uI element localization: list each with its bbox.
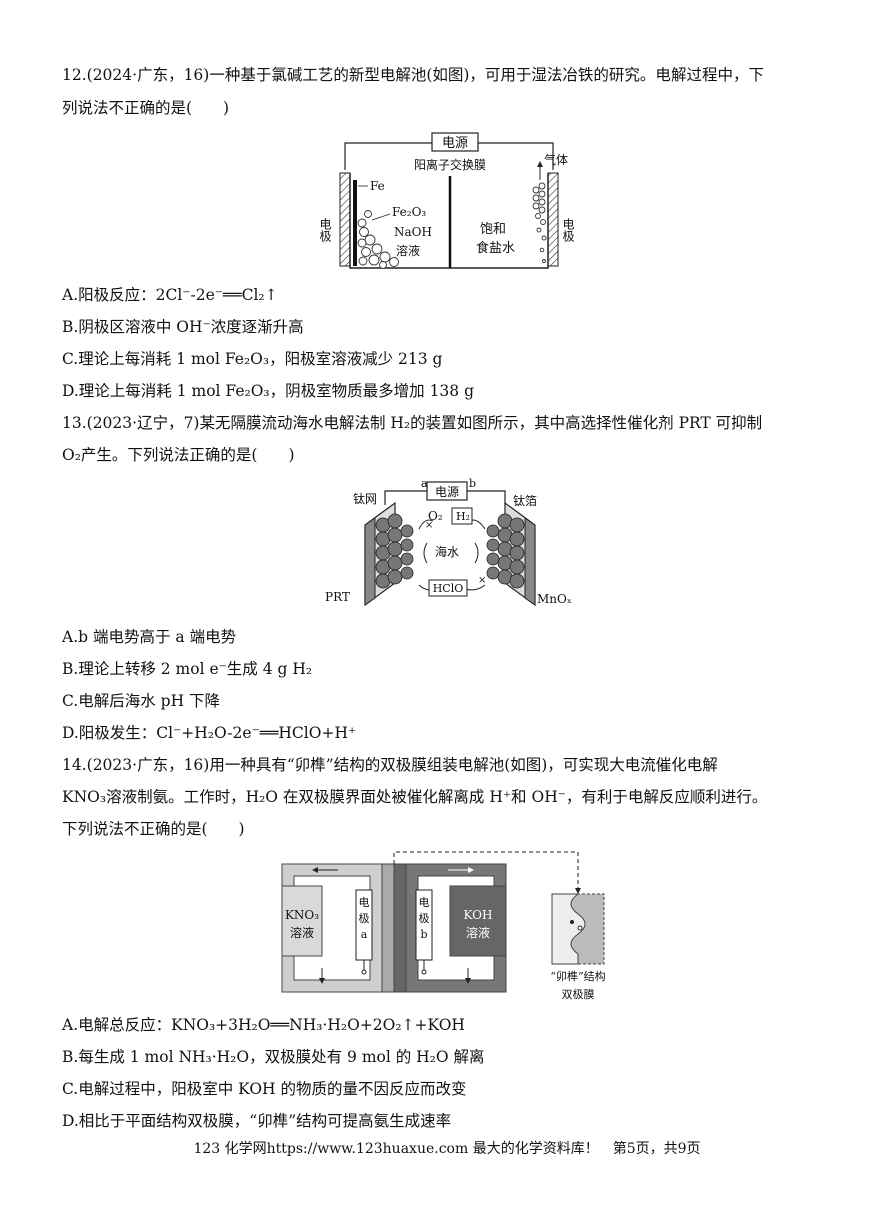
q12-fe2o3-particles [357,210,399,269]
q14-electrode-b-char1: 电 [419,896,430,909]
q12-brine-label-1: 饱和 [480,222,506,237]
q13-x-mark-left: × [425,520,433,531]
q13-x-mark-right: × [478,575,486,586]
q14-bipolar-membrane-figure: KNO₃ 溶液 电 极 a 电 极 b KOH 溶液 “卯榫”结构 双极膜 [281,851,606,1001]
page-footer: 123 化学网https://www.123huaxue.com 最大的化学资料… [193,1141,701,1157]
q13-prt-label: PRT [325,590,350,604]
q12-option-b: B.阴极区溶液中 OH⁻浓度逐渐升高 [62,318,304,336]
q13-stem-line1: 13.(2023·辽宁，7)某无隔膜流动海水电解法制 H₂的装置如图所示，其中高… [62,414,763,432]
q14-koh-label: KOH [464,908,493,922]
q12-naoh-label: NaOH [394,225,432,239]
q14-electrode-b-char3: b [420,928,427,941]
q14-stem-line1: 14.(2023·广东，16)用一种具有“卯榫”结构的双极膜组装电解池(如图)，… [62,756,718,774]
q14-kno3-solution-label: 溶液 [290,925,314,940]
q13-o2-label: O₂ [428,509,443,523]
q12-solution-label: 溶液 [396,243,420,258]
q12-power-label: 电源 [442,136,468,151]
q13-option-c: C.电解后海水 pH 下降 [62,692,221,710]
q14-option-c: C.电解过程中，阳极室中 KOH 的物质的量不因反应而改变 [62,1080,467,1098]
q14-koh-solution-label: 溶液 [466,925,490,940]
q14-electrode-a-char1: 电 [359,896,370,909]
q12-fe-label: Fe [370,179,385,193]
q13-terminal-a: a [421,477,428,490]
q14-electrode-a-char3: a [361,928,368,941]
q12-stem-line2: 列说法不正确的是( ) [62,99,230,117]
q14-electrode-b-char2: 极 [419,911,430,925]
q14-option-a: A.电解总反应：KNO₃+3H₂O══NH₃·H₂O+2O₂↑+KOH [62,1016,465,1034]
q13-h2-label: H₂ [456,510,470,523]
q13-mnox-label: MnOₓ [537,592,572,606]
q13-ti-foil-label: 钛箔 [513,493,537,508]
q12-left-electrode-label: 电极 [320,218,332,242]
q12-gas-label: 气体 [544,152,568,167]
q13-option-b: B.理论上转移 2 mol e⁻生成 4 g H₂ [62,660,313,678]
q13-left-catalyst-spheres [375,513,414,589]
q13-stem-line2: O₂产生。下列说法正确的是( ) [62,446,295,464]
q13-option-a: A.b 端电势高于 a 端电势 [62,628,237,646]
q13-right-catalyst-spheres [486,513,525,589]
q14-stem-line2: KNO₃溶液制氨。工作时，H₂O 在双极膜界面处被催化解离成 H⁺和 OH⁻，有… [62,788,768,806]
q13-hclo-label: HClO [433,582,464,595]
q12-membrane-label: 阳离子交换膜 [414,157,486,172]
q12-right-electrode-label: 电极 [561,218,575,242]
q14-option-b: B.每生成 1 mol NH₃·H₂O，双极膜处有 9 mol 的 H₂O 解离 [62,1048,485,1066]
q13-ti-mesh-label: 钛网 [353,491,377,506]
q13-power-label: 电源 [435,485,459,499]
q12-right-electrode [547,172,559,267]
q12-brine-label-2: 食盐水 [476,240,515,256]
q14-bipolar-membrane-right [393,863,407,993]
q12-option-d: D.理论上每消耗 1 mol Fe₂O₃，阴极室物质最多增加 138 g [62,382,475,400]
q13-option-d: D.阳极发生：Cl⁻+H₂O-2e⁻══HClO+H⁺ [62,724,357,742]
q14-mortise-label-2: 双极膜 [562,987,595,1001]
q14-kno3-label: KNO₃ [285,908,319,922]
q12-stem-line1: 12.(2024·广东，16)一种基于氯碱工艺的新型电解池(如图)，可用于湿法冶… [62,66,764,84]
q14-option-d: D.相比于平面结构双极膜，“卯榫”结构可提高氨生成速率 [62,1112,452,1130]
q12-left-electrode [339,172,351,267]
q14-electrode-a-char2: 极 [359,911,370,925]
q13-terminal-b: b [469,477,476,490]
q13-seawater-figure: 电源 a b × × O₂ H₂ 海水 HClO 钛网 钛箔 PRT MnOₓ [325,477,572,607]
q12-fe2o3-label: Fe₂O₃ [392,205,426,219]
q14-stem-line3: 下列说法不正确的是( ) [62,820,245,838]
q12-option-a: A.阳极反应：2Cl⁻-2e⁻══Cl₂↑ [62,286,278,304]
q12-gas-bubbles [532,182,547,263]
q12-option-c: C.理论上每消耗 1 mol Fe₂O₃，阳极室溶液减少 213 g [62,350,443,368]
q13-seawater-label: 海水 [435,544,459,559]
q14-bipolar-membrane-left [381,863,395,993]
q14-mortise-label-1: “卯榫”结构 [550,969,605,983]
q12-electrolysis-figure: 电源 气体 阳离子交换膜 Fe Fe₂O₃ NaOH 溶液 饱和 食盐水 电极 … [320,132,575,269]
